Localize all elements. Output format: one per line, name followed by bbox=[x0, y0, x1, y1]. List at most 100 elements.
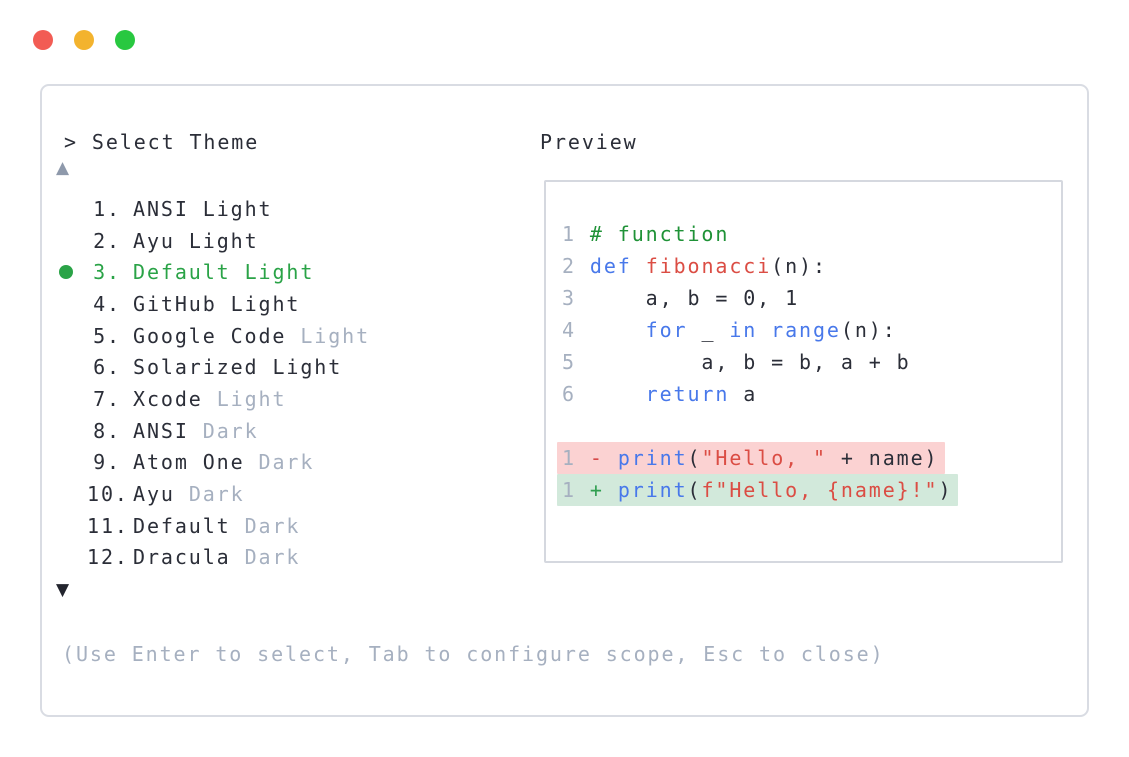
theme-item-ayu-light[interactable]: 2. Ayu Light bbox=[57, 225, 370, 257]
theme-item-ansi-dark[interactable]: 8. ANSI Dark bbox=[57, 415, 370, 447]
select-theme-prompt: > Select Theme bbox=[64, 130, 260, 154]
window-controls bbox=[33, 30, 135, 50]
code-token-plain: (n): bbox=[840, 318, 897, 342]
code-token-linenum: 5 bbox=[562, 350, 576, 374]
code-token-linenum: 4 bbox=[562, 318, 576, 342]
code-token-plain bbox=[576, 254, 590, 278]
code-token-keyword: print bbox=[617, 478, 688, 502]
theme-item-number: 4. bbox=[93, 291, 121, 316]
minimize-window-button[interactable] bbox=[74, 30, 94, 50]
code-line-3: 3 a, b = 0, 1 bbox=[562, 282, 958, 314]
theme-item-number: 9. bbox=[93, 450, 121, 475]
theme-item-variant: Light bbox=[216, 386, 287, 411]
theme-item-number: 8. bbox=[93, 418, 121, 443]
theme-item-name: Atom One bbox=[133, 450, 245, 475]
code-line-6: 6 return a bbox=[562, 378, 958, 410]
code-token-keyword: for bbox=[645, 318, 688, 342]
theme-item-variant: Light bbox=[188, 228, 259, 253]
code-token-linenum: 6 bbox=[562, 382, 576, 406]
help-text: (Use Enter to select, Tab to configure s… bbox=[62, 642, 885, 666]
code-token-plain: ( bbox=[687, 478, 702, 502]
code-token-keyword: range bbox=[771, 318, 841, 342]
theme-item-variant: Dark bbox=[244, 545, 301, 570]
theme-item-number: 7. bbox=[93, 386, 121, 411]
code-token-plain bbox=[576, 446, 590, 470]
theme-item-number: 5. bbox=[93, 323, 121, 348]
theme-item-variant: Dark bbox=[202, 418, 259, 443]
code-token-string: f"Hello, {name}!" bbox=[701, 478, 939, 502]
theme-item-variant: Light bbox=[272, 355, 343, 380]
code-token-plain: (n): bbox=[771, 254, 827, 278]
code-token-plain bbox=[576, 318, 646, 342]
theme-item-variant: Dark bbox=[258, 450, 315, 475]
diff-line-removed: 1 - print("Hello, " + name) bbox=[557, 442, 958, 474]
theme-item-number: 12. bbox=[87, 545, 129, 570]
code-token-linenum: 3 bbox=[562, 286, 576, 310]
theme-item-name: Default bbox=[133, 513, 231, 538]
theme-item-name: Ayu bbox=[133, 228, 175, 253]
theme-item-name: Ayu bbox=[133, 482, 175, 507]
selected-item-dot bbox=[57, 265, 87, 280]
code-line-5: 5 a, b = b, a + b bbox=[562, 346, 958, 378]
theme-item-number: 2. bbox=[93, 228, 121, 253]
code-token-linenum: 1 bbox=[562, 446, 576, 470]
code-token-plain bbox=[576, 222, 590, 246]
code-token-plain: _ bbox=[687, 318, 730, 342]
code-token-plus: + bbox=[589, 478, 604, 502]
code-token-plain: a, b = 0, 1 bbox=[575, 286, 800, 310]
theme-item-solarized-light[interactable]: 6. Solarized Light bbox=[57, 351, 370, 383]
scroll-up-icon[interactable]: ▲ bbox=[56, 158, 70, 178]
theme-item-variant: Light bbox=[300, 323, 371, 348]
theme-item-name: Solarized bbox=[133, 355, 259, 380]
code-token-comment: # function bbox=[589, 222, 730, 246]
theme-item-name: Default bbox=[133, 260, 231, 285]
theme-item-google-code-light[interactable]: 5. Google Code Light bbox=[57, 320, 370, 352]
code-token-plain bbox=[757, 318, 771, 342]
zoom-window-button[interactable] bbox=[115, 30, 135, 50]
theme-item-number: 3. bbox=[93, 260, 121, 285]
theme-item-number: 10. bbox=[87, 482, 129, 507]
theme-item-variant: Light bbox=[230, 291, 301, 316]
code-token-minus: - bbox=[589, 446, 604, 470]
code-token-plain: a bbox=[729, 382, 758, 406]
theme-item-name: Dracula bbox=[133, 545, 231, 570]
scroll-down-icon[interactable]: ▼ bbox=[56, 580, 70, 600]
theme-item-name: ANSI bbox=[133, 418, 189, 443]
theme-item-atom-one-dark[interactable]: 9. Atom One Dark bbox=[57, 447, 370, 479]
selection-dot-icon bbox=[59, 265, 73, 280]
theme-item-variant: Dark bbox=[244, 513, 301, 538]
theme-item-number: 1. bbox=[93, 196, 121, 221]
theme-item-dracula-dark[interactable]: 12.Dracula Dark bbox=[57, 542, 370, 574]
theme-item-default-light[interactable]: 3. Default Light bbox=[57, 256, 370, 288]
theme-item-number: 6. bbox=[93, 355, 121, 380]
theme-item-name: Google Code bbox=[133, 323, 287, 348]
theme-item-github-light[interactable]: 4. GitHub Light bbox=[57, 288, 370, 320]
theme-item-default-dark[interactable]: 11.Default Dark bbox=[57, 510, 370, 542]
code-token-plain: ( bbox=[687, 446, 702, 470]
code-token-plain bbox=[576, 478, 590, 502]
code-token-keyword: in bbox=[729, 318, 758, 342]
theme-item-number: 11. bbox=[87, 513, 129, 538]
close-window-button[interactable] bbox=[33, 30, 53, 50]
code-token-plain bbox=[604, 478, 618, 502]
code-token-plain bbox=[604, 446, 618, 470]
theme-item-name: GitHub bbox=[133, 291, 217, 316]
code-token-plain: + name) bbox=[826, 446, 939, 470]
theme-item-name: ANSI bbox=[133, 196, 189, 221]
theme-item-variant: Light bbox=[244, 260, 315, 285]
code-line-1: 1 # function bbox=[562, 218, 958, 250]
diff-line-content: 1 + print(f"Hello, {name}!") bbox=[557, 474, 959, 506]
code-token-plain bbox=[632, 254, 646, 278]
code-token-plain bbox=[576, 382, 646, 406]
code-token-func: fibonacci bbox=[645, 254, 772, 278]
code-token-linenum: 1 bbox=[562, 478, 576, 502]
code-token-keyword: def bbox=[589, 254, 632, 278]
diff-line-content: 1 - print("Hello, " + name) bbox=[557, 442, 945, 474]
